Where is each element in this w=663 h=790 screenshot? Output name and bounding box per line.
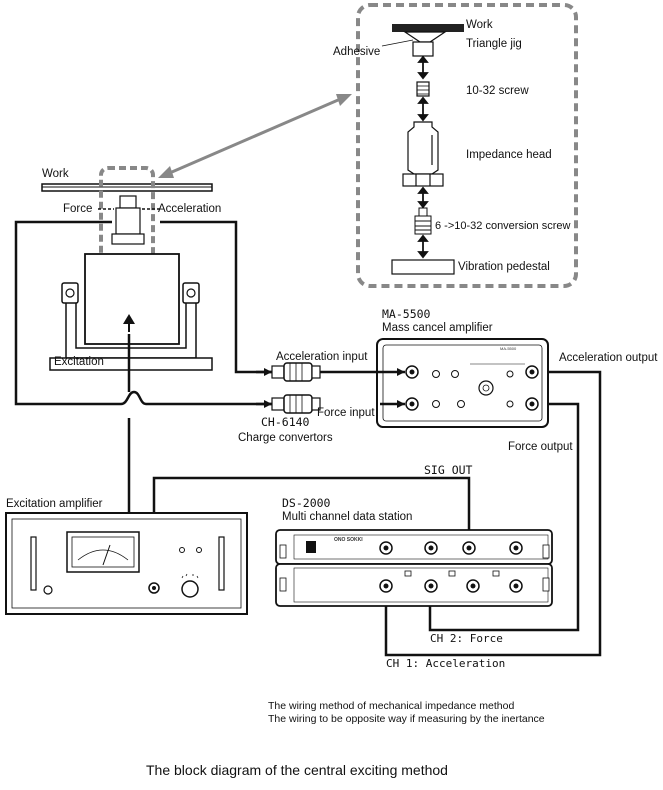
pedestal-label: Vibration pedestal — [458, 261, 550, 273]
adhesive-label: Adhesive — [333, 46, 381, 58]
note-line-1: The wiring method of mechanical impedanc… — [268, 700, 515, 712]
ma5500-panel-model: MA-5500 — [500, 346, 517, 351]
work-plate-detail — [392, 24, 464, 32]
detail-work-label: Work — [466, 19, 493, 31]
vibration-pedestal — [391, 259, 455, 275]
ch6140-converter-force — [256, 394, 405, 414]
ds-brand: ONO SOKKI — [334, 537, 363, 543]
sig-out-label: SIG OUT — [424, 463, 473, 477]
gain-knob — [181, 580, 199, 598]
ch1-label: CH 1: Acceleration — [386, 657, 506, 670]
shaker-work-label: Work — [42, 168, 69, 180]
ds2000-name: Multi channel data station — [282, 511, 413, 523]
ma5500-name: Mass cancel amplifier — [382, 322, 493, 334]
accel-input-label: Acceleration input — [276, 351, 368, 363]
impedance-head-label: Impedance head — [466, 149, 552, 161]
excitation-amplifier — [5, 512, 248, 615]
assembly-arrows — [417, 55, 429, 259]
shaker-assembly — [41, 166, 213, 371]
force-input-label: Force input — [317, 407, 375, 419]
zoom-arrow — [158, 94, 352, 178]
conversion-screw-label: 6 ->10-32 conversion screw — [435, 220, 571, 232]
force-output-label: Force output — [508, 441, 573, 453]
acceleration-label: Acceleration — [158, 203, 222, 215]
shaker-body — [84, 253, 180, 345]
ch6140-converter-accel — [256, 362, 405, 382]
detail-inset — [356, 3, 578, 288]
ma5500-unit — [376, 338, 549, 428]
ch2-label: CH 2: Force — [430, 632, 503, 645]
figure-caption: The block diagram of the central excitin… — [146, 762, 448, 778]
screw-label: 10-32 screw — [466, 85, 529, 97]
triangle-jig-label: Triangle jig — [466, 38, 522, 50]
ch6140-model: CH-6140 — [261, 415, 310, 429]
excitation-label: Excitation — [54, 356, 104, 368]
impedance-head — [402, 121, 444, 187]
ma5500-model: MA-5500 — [382, 307, 431, 321]
ds2000-model: DS-2000 — [282, 496, 331, 510]
force-label: Force — [63, 203, 93, 215]
exc-amp-label: Excitation amplifier — [6, 498, 103, 510]
accel-output-label: Acceleration output — [559, 352, 658, 364]
conversion-screw — [414, 207, 432, 235]
screw-10-32 — [416, 81, 430, 97]
ds2000-unit — [275, 529, 553, 607]
ch6140-name: Charge convertors — [238, 432, 333, 444]
note-line-2: The wiring to be opposite way if measuri… — [268, 713, 545, 725]
